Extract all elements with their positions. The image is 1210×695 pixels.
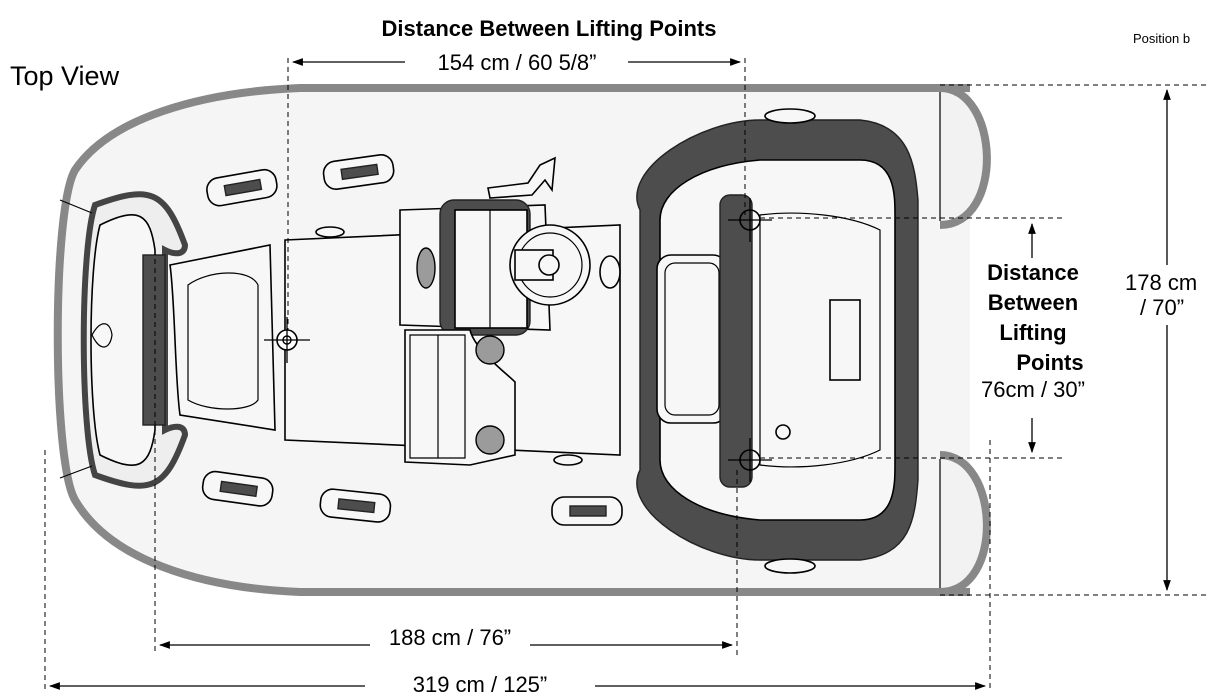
beam-label-line2: / 70” xyxy=(1140,295,1184,320)
overall-length-label: 319 cm / 125” xyxy=(413,672,548,695)
side-lift-line1: Distance xyxy=(987,260,1079,285)
side-lift-line2: Between xyxy=(988,290,1078,315)
top-lift-distance-label: 154 cm / 60 5/8” xyxy=(438,50,597,75)
lifting-point-bow xyxy=(264,317,310,363)
helm-seat xyxy=(404,329,516,466)
stern-cockpit xyxy=(636,108,919,574)
forward-hatch xyxy=(169,244,276,431)
corner-note: Position b xyxy=(1133,31,1190,46)
helm-console xyxy=(399,156,591,336)
inner-length-label: 188 cm / 76” xyxy=(389,625,511,650)
bow-locker xyxy=(59,191,189,489)
side-lift-distance-label: Distance Between Lifting Points 76cm / 3… xyxy=(981,260,1085,402)
lifting-point-stern-lower xyxy=(728,438,772,482)
side-lift-line4: Points xyxy=(1016,350,1083,375)
beam-label-line1: 178 cm xyxy=(1125,270,1197,295)
diagram-title: Distance Between Lifting Points xyxy=(382,16,717,41)
view-label: Top View xyxy=(10,61,120,91)
footrest-pads xyxy=(201,154,623,526)
side-lift-line3: Lifting xyxy=(999,320,1066,345)
extension-lines xyxy=(44,58,1210,690)
side-lift-value: 76cm / 30” xyxy=(981,377,1085,402)
lifting-point-stern-upper xyxy=(728,198,772,242)
